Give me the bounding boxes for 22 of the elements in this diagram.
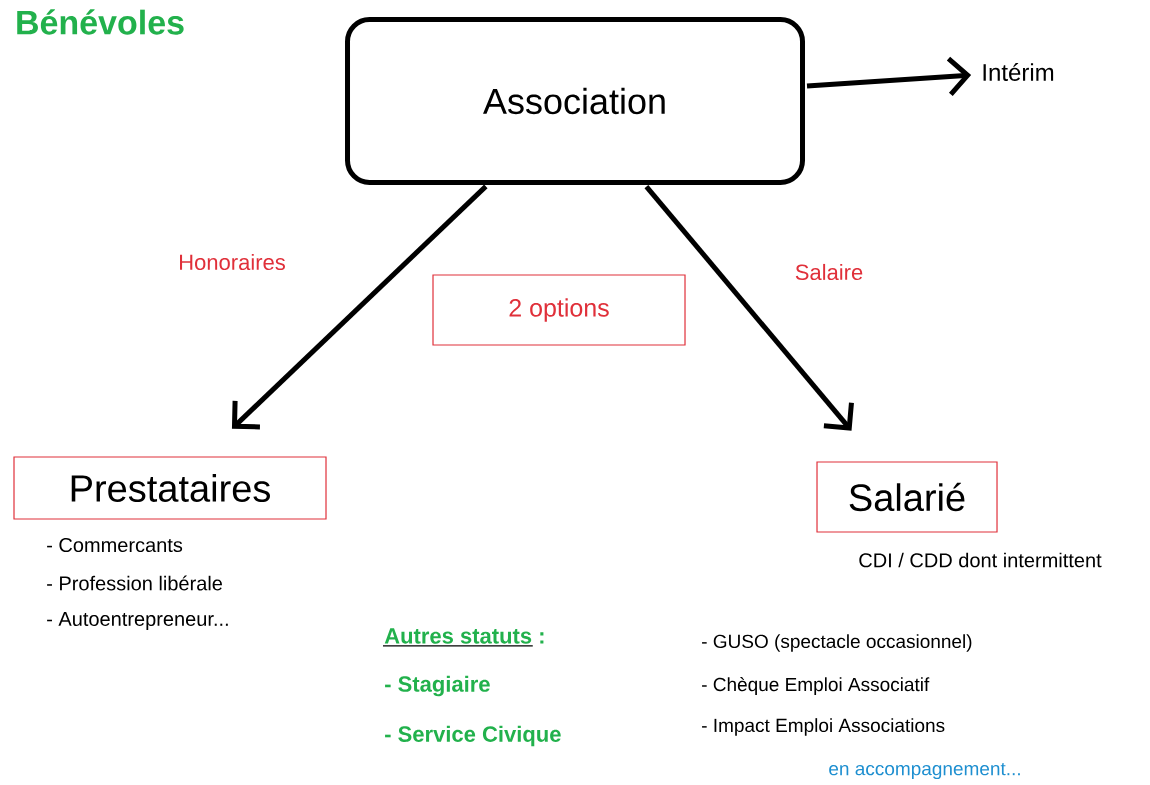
list-item: - Chèque Emploi Associatif xyxy=(702,677,930,695)
option-box: 2 options xyxy=(432,274,686,346)
edge-label: Salaire xyxy=(795,263,863,281)
node-text: Intérim xyxy=(983,63,1054,81)
section-heading: Autres statuts : xyxy=(384,628,544,644)
arrow xyxy=(806,56,972,97)
list-item: - Commercants xyxy=(47,537,183,553)
edge-label: Honoraires xyxy=(180,253,285,271)
category-box: Salarié xyxy=(816,461,998,533)
list-item: - Service Civique xyxy=(385,725,561,747)
list-item: - Profession libérale xyxy=(47,575,222,591)
list-item: - Autoentrepreneur... xyxy=(47,612,228,630)
category-box: Prestataires xyxy=(13,456,327,520)
node-caption: CDI / CDD dont intermittent xyxy=(859,552,1102,568)
arrow xyxy=(231,184,488,430)
heading: Bénévoles xyxy=(17,9,184,35)
list-item: - Impact Emploi Associations xyxy=(702,718,945,736)
list-item: - GUSO (spectacle occasionnel) xyxy=(702,634,972,652)
process-box: Association xyxy=(345,17,805,185)
arrow xyxy=(644,184,854,431)
list-item: - Stagiaire xyxy=(385,675,490,697)
note-text: en accompagnement... xyxy=(829,762,1020,780)
